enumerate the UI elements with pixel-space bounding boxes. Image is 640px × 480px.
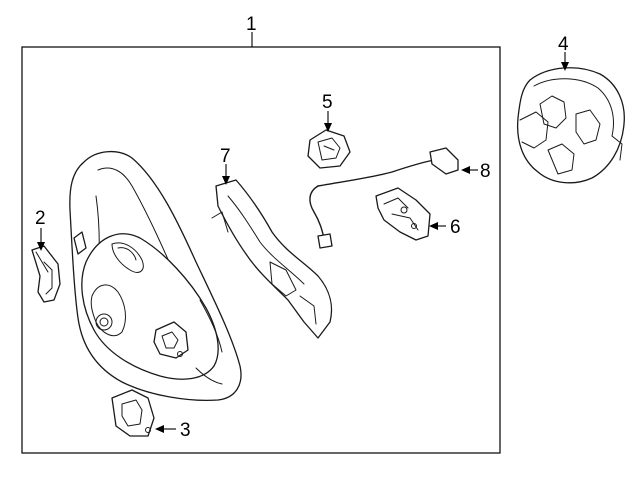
callout-4: 4 (558, 34, 569, 55)
steering-wheel (69, 151, 242, 402)
arrowhead-8 (461, 166, 470, 174)
wire-harness (309, 147, 459, 249)
callout-5: 5 (322, 92, 333, 113)
callout-6: 6 (450, 217, 461, 238)
assembly-frame (21, 46, 501, 454)
arrowhead-6 (429, 222, 438, 230)
arrowhead-4 (561, 62, 569, 71)
clock-spring-connector (307, 129, 351, 169)
callout-3: 3 (180, 420, 191, 441)
callout-2: 2 (35, 208, 46, 229)
callout-1: 1 (246, 14, 257, 35)
arrowhead-2 (37, 242, 45, 251)
arrowhead-5 (324, 123, 332, 132)
callout-7: 7 (220, 146, 231, 167)
arrowhead-3 (155, 425, 164, 433)
paddle-shifter-left (31, 245, 61, 303)
lower-trim-cover (211, 179, 333, 339)
switch-bezel (111, 389, 155, 437)
arrowhead-7 (222, 176, 230, 185)
control-switch (375, 187, 431, 241)
airbag-module (516, 67, 625, 184)
callout-8: 8 (480, 161, 491, 182)
